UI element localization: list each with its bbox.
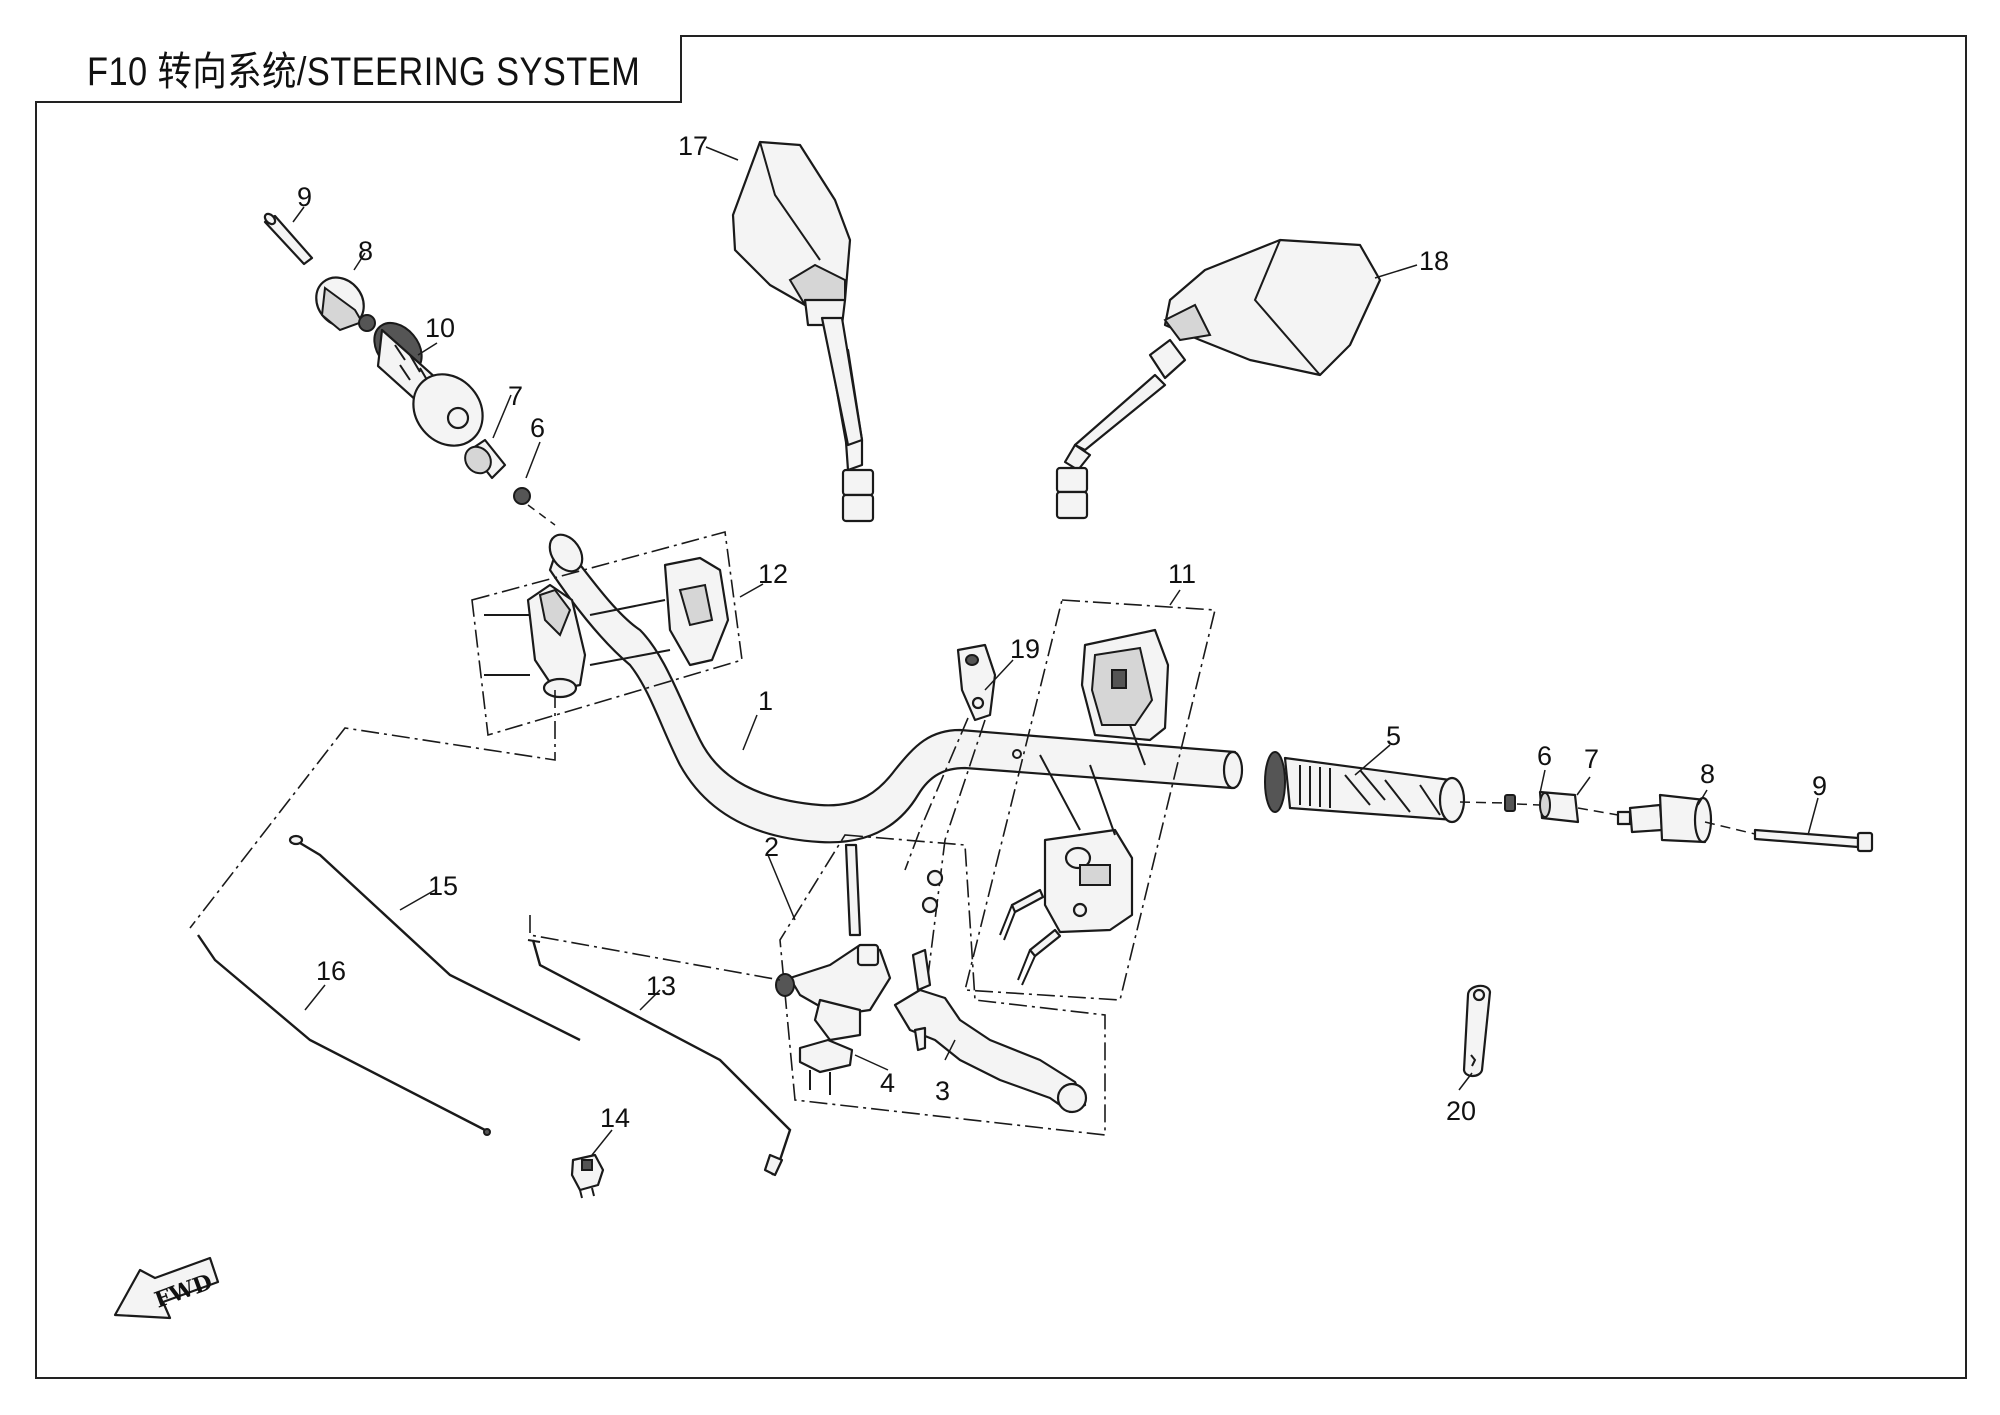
right-grip	[1264, 751, 1466, 824]
callout-2: 2	[764, 832, 779, 862]
callout-10: 10	[425, 313, 455, 343]
spacer-right	[1504, 794, 1516, 812]
callout-6-left: 6	[530, 413, 545, 443]
bar-end-weight-right	[1616, 793, 1713, 844]
forward-arrow: FWD	[113, 1256, 220, 1320]
throttle-cable-a	[288, 834, 581, 1042]
throttle-grip	[373, 321, 484, 447]
callout-11: 11	[1168, 559, 1196, 589]
callout-12: 12	[758, 559, 788, 589]
throttle-cable-b	[197, 934, 491, 1136]
callout-20: 20	[1446, 1096, 1476, 1126]
right-mirror	[1055, 238, 1382, 520]
callout-8-left: 8	[358, 236, 373, 266]
callout-15: 15	[428, 871, 458, 901]
callout-19: 19	[1010, 634, 1040, 664]
key-tag	[1462, 984, 1492, 1078]
clutch-lever-assembly	[775, 834, 1106, 1136]
callout-7-left: 7	[508, 381, 523, 411]
callout-6-right: 6	[1537, 741, 1552, 771]
callout-8-right: 8	[1700, 759, 1715, 789]
callout-13: 13	[646, 971, 676, 1001]
drawing-border	[35, 35, 1967, 1379]
callout-9-left: 9	[297, 182, 312, 212]
callout-14: 14	[600, 1103, 630, 1133]
callout-labels: 1 2 3 4 5 6 6 7 7 8 8 9 9 10 11 12 13 14…	[297, 131, 1827, 1133]
callout-5: 5	[1386, 721, 1401, 751]
bushing-left	[464, 438, 507, 480]
clutch-cable	[527, 915, 792, 1177]
connector	[570, 1153, 605, 1199]
bar-end-bolt-right	[1753, 828, 1874, 853]
cable-clip	[956, 643, 997, 722]
callout-3: 3	[935, 1076, 950, 1106]
leader-lines	[292, 146, 1819, 1156]
left-mirror	[731, 140, 875, 523]
callout-18: 18	[1419, 246, 1449, 276]
callout-7-right: 7	[1584, 744, 1599, 774]
spacer-left	[513, 487, 531, 505]
throttle-housing	[471, 530, 743, 737]
callout-9-right: 9	[1812, 771, 1827, 801]
page-title: F10 转向系统/STEERING SYSTEM	[87, 50, 641, 94]
callout-4: 4	[880, 1068, 895, 1098]
bar-end-weight-left	[315, 276, 376, 332]
bushing-right	[1538, 790, 1580, 824]
bar-end-bolt-left	[263, 212, 314, 266]
title-block: F10 转向系统/STEERING SYSTEM	[35, 35, 682, 103]
callout-16: 16	[316, 956, 346, 986]
callout-17: 17	[678, 131, 708, 161]
right-switch-assembly	[963, 599, 1217, 1001]
handlebar	[548, 533, 1244, 844]
callout-1: 1	[758, 686, 773, 716]
